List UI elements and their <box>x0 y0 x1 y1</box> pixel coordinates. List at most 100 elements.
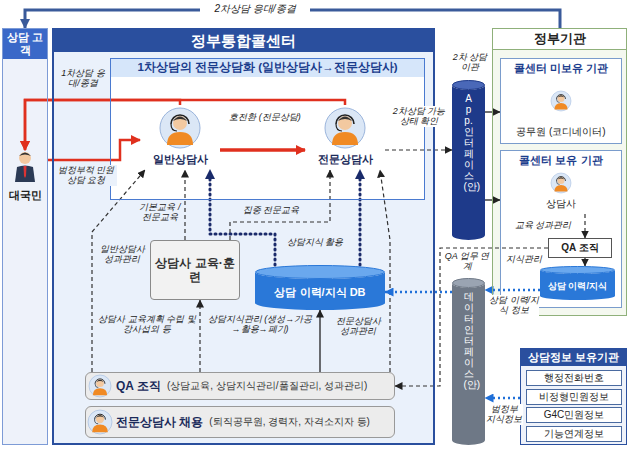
edge-label: 범정부적 민원상담 요청 <box>55 165 117 186</box>
edge-label: 범정부 지식정보 <box>485 404 523 425</box>
info-item: 기능연계정보 <box>526 426 622 442</box>
node-text: 콜센터 보유 기관 <box>501 151 621 167</box>
process-box: 상담사 교육·훈련 <box>150 240 240 300</box>
node-text: 상담 고객 <box>3 29 47 59</box>
node-text: 상담 이력/지식 <box>548 281 607 292</box>
connector <box>25 10 560 28</box>
cylinder-cap <box>541 267 615 274</box>
node-text: 상담정보 보유기관 <box>521 349 626 366</box>
citizen: 대국민 <box>3 150 47 206</box>
node-text: 공무원 (코디네이터) <box>516 126 605 138</box>
agent-node: 전문상담사 <box>305 105 385 170</box>
panel-fill <box>500 150 622 308</box>
column-fill <box>2 28 48 445</box>
edge-label: 2차 상담 이관 <box>448 52 492 73</box>
edge-label: QA 업무 연계 <box>443 251 491 272</box>
panel-fill <box>500 58 622 144</box>
connector <box>385 291 452 294</box>
edge-label: 2차상담 가능 상태 확인 <box>388 106 450 127</box>
cylinder-cap <box>256 266 385 279</box>
connector <box>184 170 185 240</box>
agency-column: 정부기관콜센터 미보유 기관공무원 (코디네이터) 콜센터 보유 기관상담사 QA … <box>492 28 627 316</box>
node-text: 상담 이력/지식 DB <box>274 286 365 299</box>
agent-node: 일반상담사 <box>140 105 220 170</box>
cylinder-cap <box>453 81 485 90</box>
connector <box>92 170 145 372</box>
connector <box>385 149 452 150</box>
info-item: G4C민원정보 <box>526 407 622 423</box>
edge-label: 집중 전문교육 <box>238 205 304 215</box>
node-text: 상담사 <box>546 198 576 210</box>
node-text: 정부통합콜센터 <box>54 30 433 52</box>
node-text: 콜센터 미보유 기관 <box>501 59 621 75</box>
edge-label: 상담지식 활용 <box>284 237 346 247</box>
node-text: 전문상담사 채용 <box>116 414 203 431</box>
connector <box>485 289 540 292</box>
cylinder-body <box>452 85 485 240</box>
node-text: 전문상담사 <box>318 153 373 166</box>
connector <box>47 140 140 160</box>
edge-label: 상담지식관리 (생성→가공→활용→폐기) <box>204 314 316 335</box>
info-agency-box: 상담정보 보유기관행정전화번호비정형민원정보 G4C민원정보기능연계정보 <box>520 348 627 445</box>
edge-label: 전문상담사 성과관리 <box>330 316 386 337</box>
callcenter-panel: 정부통합콜센터1차상담의 전문상담화 (일반상담사→전문상담사)일반상담사전문상… <box>52 28 435 445</box>
agent-icon <box>325 108 365 148</box>
edge-label: 1차상담 응대/종결 <box>58 68 108 89</box>
info-item: 비정형민원정보 <box>526 389 622 405</box>
interface-cylinder: App.인터페이스(안) <box>452 80 485 240</box>
edge-label: 상담사 교육계획 수립 및 강사섭외 등 <box>97 314 197 335</box>
node-text: 비정형민원정보 <box>539 391 609 403</box>
node-text: 정부기관 <box>493 29 626 50</box>
connector <box>199 300 200 372</box>
edge-label: 교육 성과관리 <box>506 220 580 230</box>
column-fill <box>492 28 627 316</box>
edge-label: 상담 이력/지식 정보 <box>489 295 539 316</box>
node-text: QA 조직 <box>116 378 161 395</box>
agency-box: 콜센터 보유 기관상담사 QA 조직상담 이력/지식 <box>500 150 622 308</box>
officer-node: 공무원 (코디네이터) <box>515 88 607 142</box>
citizen-icon <box>15 152 35 182</box>
edge-label: 호전환 (전문상담) <box>224 112 306 122</box>
cylinder-body <box>452 283 485 445</box>
info-item: 행정전화번호 <box>526 370 622 386</box>
node-text: (상담교육, 상담지식관리/품질관리, 성과관리) <box>167 379 368 393</box>
database-cylinder: 상담 이력/지식 DB <box>255 265 385 310</box>
process-box: QA 조직 <box>548 238 612 258</box>
node-text: 1차상담의 전문상담화 (일반상담사→전문상담사) <box>111 59 424 77</box>
edge-label: 일반상담사 성과관리 <box>96 244 148 265</box>
cylinder-body <box>540 270 615 300</box>
agent-icon <box>160 108 200 148</box>
connector <box>25 100 345 150</box>
panel-fill <box>52 28 435 445</box>
agency-box: 콜센터 미보유 기관공무원 (코디네이터) <box>500 58 622 144</box>
panel-fill <box>520 348 627 445</box>
box-fill <box>85 406 395 438</box>
connector <box>584 258 585 266</box>
connector <box>319 310 320 372</box>
agent-icon <box>551 173 571 193</box>
process-box: QA 조직 (상담교육, 상담지식관리/품질관리, 성과관리) <box>85 372 395 400</box>
node-text: 대국민 <box>9 189 42 202</box>
process-box: 전문상담사 채용 (퇴직공무원, 경력자, 자격소지자 등) <box>85 406 395 438</box>
edge-label: 지식관리 <box>503 254 545 264</box>
node-text: App.인터페이스(안) <box>464 93 474 192</box>
first-level-box: 1차상담의 전문상담화 (일반상담사→전문상담사) 일반상담사 전문상담사 <box>110 58 425 200</box>
box-fill <box>85 372 395 400</box>
interface-cylinder: 데이터인터페이스(안) <box>452 278 485 445</box>
node-text: (퇴직공무원, 경력자, 자격소지자 등) <box>209 415 370 429</box>
node-text: 상담사 교육·훈련 <box>153 256 237 285</box>
connector <box>25 100 180 150</box>
node-text: 일반상담사 <box>153 153 208 166</box>
edge-label: 기본교육 /전문교육 <box>138 202 182 223</box>
agent-icon <box>551 91 571 111</box>
connector <box>485 397 520 400</box>
connector <box>220 148 305 152</box>
connector <box>359 170 362 265</box>
node-text: G4C민원정보 <box>544 409 605 421</box>
connector <box>584 214 585 238</box>
cylinder-cap <box>453 279 485 288</box>
panel-fill <box>110 58 425 200</box>
customer-column: 상담 고객대국민 <box>2 28 48 445</box>
node-text: 데이터인터페이스(안) <box>464 291 474 390</box>
node-text: 기능연계정보 <box>544 428 604 440</box>
